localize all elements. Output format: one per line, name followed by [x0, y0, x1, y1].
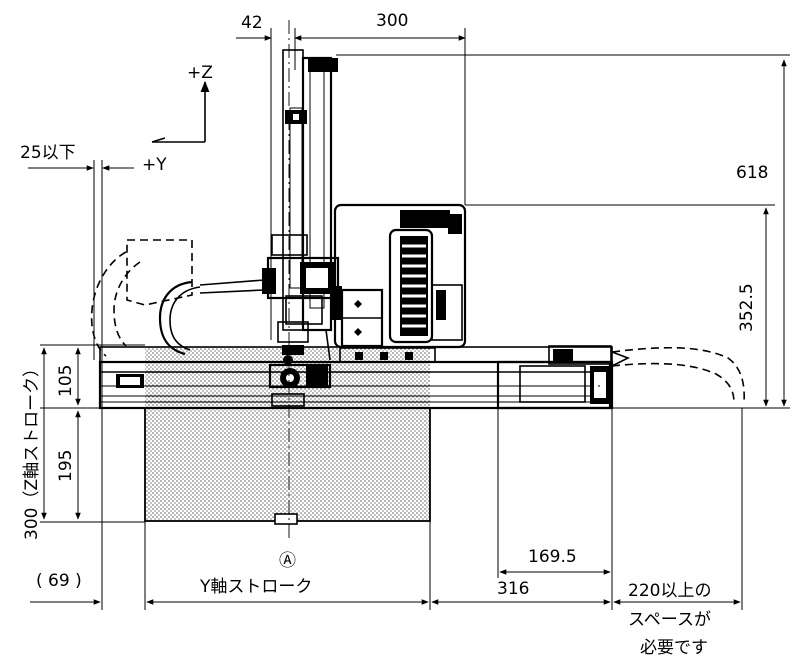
- cable-right: [611, 346, 745, 403]
- dim-169-5-label: 169.5: [528, 547, 577, 567]
- dim-42-label: 42: [241, 13, 263, 33]
- left-dashed-unit: [90, 239, 265, 357]
- motor-fins: [400, 236, 428, 336]
- plus-y-label: +Y: [142, 155, 167, 175]
- dim-220-label: 220以上の: [628, 581, 711, 601]
- dim-25-label: 25以下: [20, 143, 76, 163]
- space-note-line2: スペースが: [628, 610, 711, 630]
- center-lines: [100, 20, 600, 540]
- y-axis-motor: [496, 345, 612, 410]
- z-axis-motor-box: [333, 203, 467, 363]
- dim-300-side-label: 300（Z軸ストローク）: [22, 360, 42, 540]
- dim-352-5-label: 352.5: [737, 283, 757, 332]
- axis-indicators: +Z +Y: [142, 63, 213, 175]
- dim-105-label: 105: [56, 365, 76, 397]
- dim-618-label: 618: [736, 163, 768, 183]
- space-note-line3: 必要です: [640, 638, 708, 658]
- dim-316-label: 316: [497, 579, 529, 599]
- dim-right: 618 352.5: [336, 54, 790, 409]
- dim-bottom: 169.5 ( 69 ) Y軸ストローク 316 220以上の スペースが 必要…: [30, 408, 743, 658]
- y-stroke-label: Y軸ストローク: [199, 577, 312, 597]
- z-axis-column: [262, 49, 342, 407]
- point-a-marker: Ⓐ: [279, 551, 296, 571]
- dim-300-top-label: 300: [376, 11, 408, 31]
- dim-195-label: 195: [56, 450, 76, 482]
- dim-left: 25以下 105 195 300（Z軸ストローク）: [20, 143, 145, 610]
- point-a-label: Ⓐ: [279, 551, 296, 571]
- dim-69-label: ( 69 ): [36, 571, 82, 591]
- dim-top: 42 300: [236, 11, 466, 340]
- plus-z-label: +Z: [187, 63, 213, 83]
